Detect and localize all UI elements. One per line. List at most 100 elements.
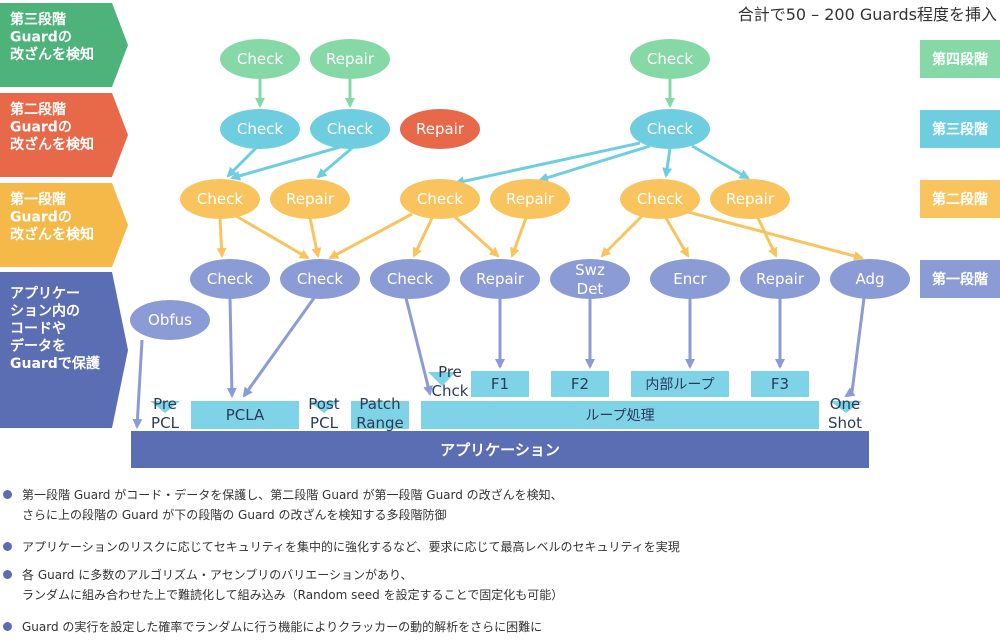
inner-loop-block: [631, 371, 729, 397]
node-tier3-check-3: Check: [630, 109, 710, 149]
bullet-dot: [3, 570, 12, 579]
node-label: Check: [197, 190, 243, 208]
node-tier2-repair-1: Repair: [270, 179, 350, 219]
pcla-label: PCLA: [226, 406, 265, 424]
node-tier1-repair-1: Repair: [460, 259, 540, 299]
edge: [452, 214, 500, 258]
edge: [691, 144, 750, 180]
node-label: Check: [387, 270, 433, 288]
node-tier1-check-1: Check: [190, 259, 270, 299]
patch-range-block: [351, 401, 409, 429]
edge: [538, 144, 651, 183]
bullet-dot: [3, 622, 12, 631]
f2-block: [551, 371, 609, 397]
application-bar: [131, 431, 869, 468]
node-obfus: Obfus: [130, 300, 210, 340]
node-label: Adg: [855, 270, 884, 288]
edge: [756, 217, 778, 258]
node-label: Check: [647, 120, 693, 138]
stage-tag-1: 第一段階: [920, 260, 1000, 298]
edge: [242, 297, 316, 398]
bullet-text: アプリケーションのリスクに応じてセキュリティを集中的に強化するなど、要求に応じて…: [22, 540, 680, 554]
node-tier2-repair-2: Repair: [490, 179, 570, 219]
node-tier1-encr: Encr: [650, 259, 730, 299]
edge: [662, 147, 673, 178]
node-tier3-check-1: Check: [220, 109, 300, 149]
edge: [216, 217, 227, 258]
one-shot-marker: [830, 401, 862, 413]
pre-chck-marker: [428, 372, 456, 386]
edge: [226, 297, 237, 398]
edge: [454, 141, 641, 187]
node-tier3-repair: Repair: [400, 109, 480, 149]
node-label: Repair: [286, 190, 335, 208]
connectors: [132, 78, 866, 429]
node-tier3-check-2: Check: [310, 109, 390, 149]
edge: [235, 214, 310, 260]
bullet-item: 各 Guard に多数のアルゴリズム・アセンブリのバリエーションがあり、 ランダ…: [0, 565, 990, 605]
node-label: Check: [297, 270, 343, 288]
application-label: アプリケーション: [440, 441, 560, 459]
node-label: Check: [237, 50, 283, 68]
f1-block: [471, 371, 529, 397]
node-tier2-repair-3: Repair: [710, 179, 790, 219]
edge: [687, 210, 864, 261]
node-label: Check: [207, 270, 253, 288]
stage-tag-4: 第四段階: [920, 40, 1000, 78]
edge: [412, 217, 434, 258]
bullet-item: アプリケーションのリスクに応じてセキュリティを集中的に強化するなど、要求に応じて…: [0, 537, 990, 557]
edge: [404, 297, 433, 396]
f3-block: [751, 371, 809, 397]
node-tier2-check-3: Check: [620, 179, 700, 219]
edge: [600, 214, 644, 258]
node-tier2-check-1: Check: [180, 179, 260, 219]
node-label: Check: [647, 50, 693, 68]
edge: [316, 146, 353, 179]
f1-label: F1: [491, 375, 509, 393]
bullet-text: 第一段階 Guard がコード・データを保護し、第二段階 Guard が第一段階…: [22, 488, 563, 522]
loop-block: [421, 401, 819, 429]
inner-loop-label: 内部ループ: [645, 377, 714, 393]
f3-label: F3: [771, 375, 789, 393]
header-note: 合計で50 – 200 Guards程度を挿入: [738, 5, 997, 24]
bullet-dot: [3, 542, 12, 551]
node-label: Check: [237, 120, 283, 138]
node-tier1-check-3: Check: [370, 259, 450, 299]
f2-label: F2: [571, 375, 589, 393]
pre-pcl-marker: [150, 401, 180, 413]
edge: [664, 217, 690, 258]
node-label: Obfus: [148, 311, 192, 329]
node-tier4-repair: Repair: [310, 39, 390, 79]
stage-tag-1-text: 第一段階: [932, 271, 988, 288]
node-tier4-check-1: Check: [220, 39, 300, 79]
pcla-block: [191, 401, 299, 429]
node-tier1-check-2: Check: [280, 259, 360, 299]
node-label: Repair: [476, 270, 525, 288]
bullet-text: Guard の実行を設定した確率でランダムに行う機能によりクラッカーの動的解析を…: [22, 620, 543, 634]
edge: [230, 145, 341, 181]
stage-tag-2-text: 第二段階: [932, 191, 988, 208]
node-tier1-repair-2: Repair: [740, 259, 820, 299]
node-label: Check: [637, 190, 683, 208]
node-label: Repair: [326, 50, 375, 68]
node-label: Check: [417, 190, 463, 208]
node-label: Repair: [756, 270, 805, 288]
loop-label: ループ処理: [585, 408, 654, 424]
node-label: Repair: [416, 120, 465, 138]
stage-tag-3: 第三段階: [920, 110, 1000, 148]
stage-tag-2: 第二段階: [920, 180, 1000, 218]
